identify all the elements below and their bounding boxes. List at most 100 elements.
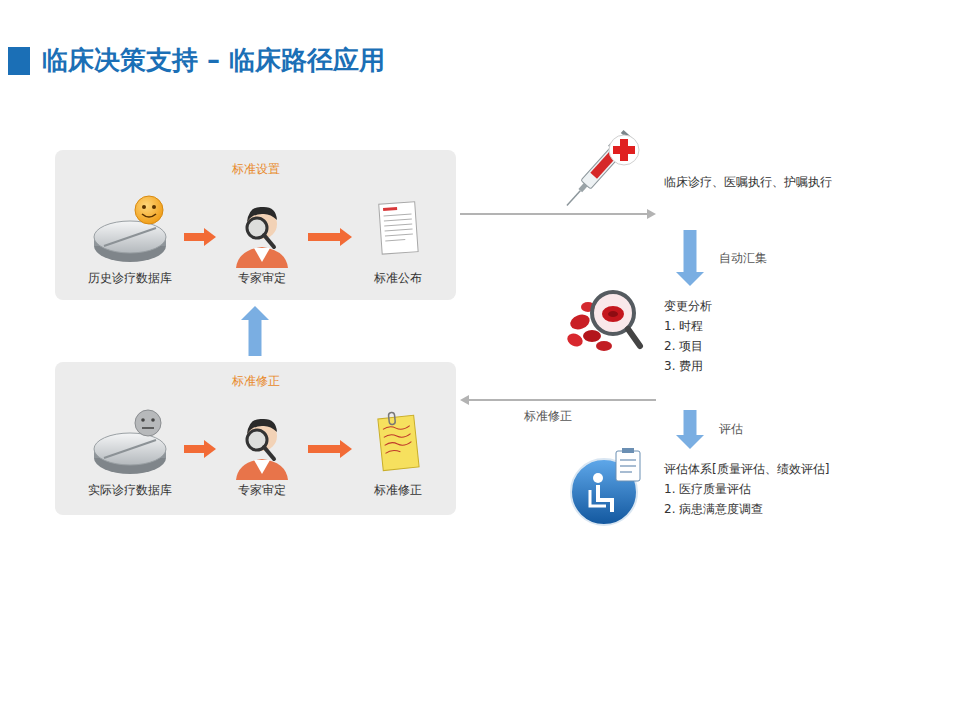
arrow-head [676,272,704,286]
connector-line [184,233,205,241]
expert-icon [264,235,274,247]
icon-node: 历史诊疗数据库 [82,190,178,290]
node-line: 2. 病患满意度调查 [664,499,886,519]
evaluation-icon [598,485,612,512]
node-line: 1. 医疗质量评估 [664,479,886,499]
connector-line [249,319,262,356]
arrow-head [204,440,216,458]
database-icon [94,221,166,253]
blood-cell-icon [565,292,640,351]
edge-label: 自动汇集 [716,250,770,267]
connector-line [468,399,656,401]
node-heading: 标准公布 [374,270,422,287]
note-icon [377,410,419,470]
evaluation-icon [571,448,640,525]
node-heading: 专家审定 [238,482,286,499]
connector-arrow [184,228,216,246]
red-cross-icon [613,139,635,161]
database-icon [104,440,156,458]
note-icon [383,425,413,454]
connector-arrow [676,230,704,286]
expert-icon [236,419,288,480]
grey-face-icon [135,410,161,436]
smiley-icon [135,196,163,224]
node-heading: 标准设置 [55,161,456,178]
expert-icon [236,247,288,268]
node-heading: 变更分析 [664,296,766,316]
expert-icon [254,460,270,474]
smiley-icon [135,196,163,224]
arrow-head [340,440,352,458]
evaluation-icon [622,448,634,453]
arrow-head [340,228,352,246]
icon-node: 专家审定 [222,402,302,502]
expert-icon [236,459,288,480]
evaluation-icon [590,490,606,506]
page-title: 临床决策支持 – 临床路径应用 [42,43,385,78]
database-icon [94,221,166,262]
grey-face-icon [141,418,145,422]
node-heading: 标准修正 [55,373,456,390]
document-icon [383,207,397,211]
node-heading: 专家审定 [238,270,286,287]
text-node: 临床诊疗、医嘱执行、护嘱执行 [660,168,880,224]
node-heading: 评估体系[质量评估、绩效评估] [664,459,886,479]
connector-line [684,410,697,436]
arrow-head [460,395,469,405]
connector-arrow [308,440,352,458]
connector-arrow [241,306,269,356]
panel-ground [55,150,456,300]
arrow-head [204,228,216,246]
title-marker [8,47,30,75]
group-panel: 标准修正实际诊疗数据库专家审定标准修正 [55,362,456,515]
icon-node: 标准修正 [358,402,438,502]
document-icon [379,202,418,254]
database-icon [104,228,156,246]
note-icon [378,415,419,470]
connector-arrow [676,410,704,449]
node-heading: 临床诊疗、医嘱执行、护嘱执行 [664,172,876,192]
node-line: 3. 费用 [664,356,766,376]
grey-face-icon [135,410,161,436]
icon-node: 标准公布 [358,190,438,290]
evaluation-icon [620,460,636,472]
connector-line [308,233,341,241]
red-cross-icon [609,135,639,165]
node-heading: 历史诊疗数据库 [88,270,172,287]
document-icon [379,202,418,254]
smiley-icon [142,214,156,217]
syringe-icon [567,191,580,206]
red-cross-icon [609,135,639,165]
arrow-head [241,306,269,320]
document-icon [384,214,414,241]
connector-line [684,230,697,273]
expert-icon [264,447,274,459]
node-line: 1. 时程 [664,316,766,336]
connector-arrow [460,209,656,219]
icon-node: 实际诊疗数据库 [82,402,178,502]
connector-line [460,213,648,215]
node-heading: 标准修正 [374,482,422,499]
blood-cell-icon [602,306,624,322]
edge-label: 评估 [716,421,746,438]
database-icon [94,433,166,465]
connector-arrow [308,228,352,246]
node-line: 2. 项目 [664,336,766,356]
panel-ground [55,362,456,515]
blood-cell-icon [596,341,612,351]
grey-face-icon [142,427,154,429]
edge-label: 标准修正 [521,408,575,425]
note-icon [388,412,395,425]
evaluation-icon [616,451,640,481]
text-node: 变更分析1. 时程2. 项目3. 费用 [660,292,770,404]
group-panel: 标准设置历史诊疗数据库 专家审定 标准公布 [55,150,456,300]
syringe-icon [560,129,637,212]
connector-arrow [460,395,656,405]
connector-line [308,445,341,453]
blood-cell-icon [583,330,601,342]
smiley-icon [142,205,146,209]
expert-icon [254,248,270,262]
